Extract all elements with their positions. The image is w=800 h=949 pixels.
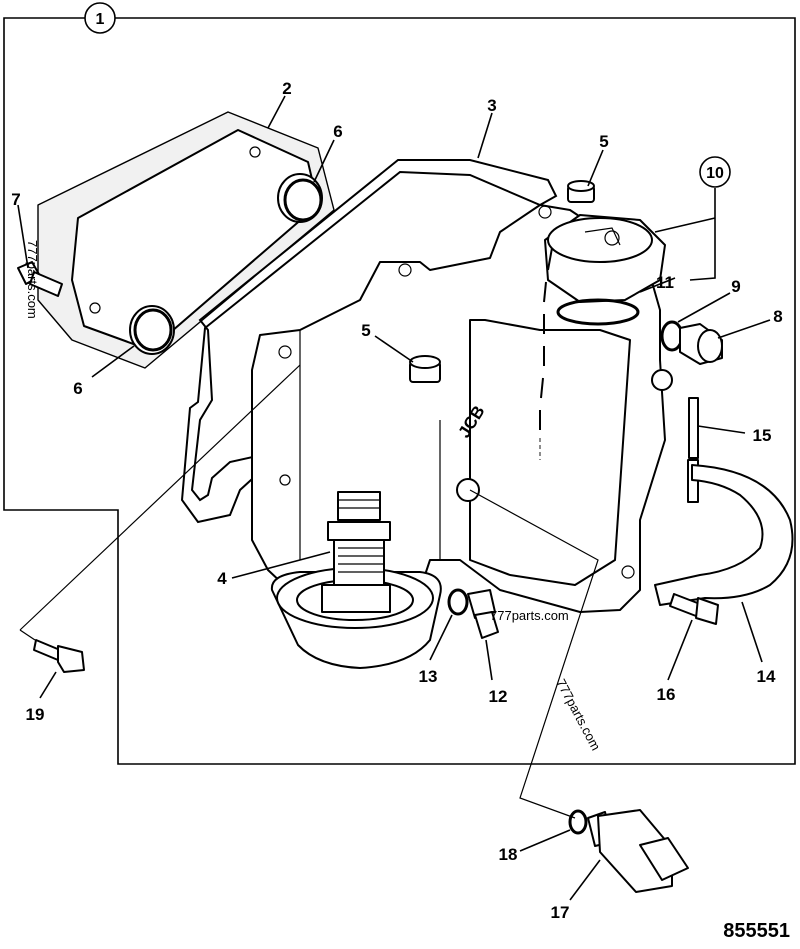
label-13: 13 <box>419 667 438 686</box>
bolt-19 <box>33 639 85 673</box>
label-15: 15 <box>753 426 772 445</box>
label-12: 12 <box>489 687 508 706</box>
label-4: 4 <box>217 569 227 588</box>
plug-8 <box>679 323 723 365</box>
label-17: 17 <box>551 903 570 922</box>
fitting-5-rear <box>567 180 595 203</box>
callout-1: 1 <box>84 2 116 34</box>
washer-18 <box>568 809 588 835</box>
label-7: 7 <box>11 190 20 209</box>
label-11: 11 <box>656 273 674 292</box>
label-5b: 5 <box>361 321 370 340</box>
label-16: 16 <box>657 685 676 704</box>
sensor-17 <box>587 809 689 893</box>
label-14: 14 <box>757 667 776 686</box>
label-9: 9 <box>731 277 740 296</box>
label-19: 19 <box>26 705 45 724</box>
filler-cap <box>544 214 666 303</box>
label-2: 2 <box>282 79 291 98</box>
o-ring-upper <box>283 178 323 222</box>
washer-13 <box>447 588 469 616</box>
callout-1-text: 1 <box>96 11 105 28</box>
label-3: 3 <box>487 96 496 115</box>
assembly-boundary <box>3 17 796 765</box>
watermark-left: 777parts.com <box>25 240 40 319</box>
label-6a: 6 <box>333 122 342 141</box>
label-6b: 6 <box>73 379 82 398</box>
watermark-lower: 777parts.com <box>553 676 603 753</box>
document-number: 855551 <box>723 920 790 942</box>
gasket <box>180 159 558 524</box>
label-18: 18 <box>499 845 518 864</box>
o-ring-lower <box>133 308 173 352</box>
label-8: 8 <box>773 307 782 326</box>
retaining-chain <box>539 247 553 430</box>
strap-14 <box>654 464 794 606</box>
callout-10-text: 10 <box>706 165 724 182</box>
label-5a: 5 <box>599 132 608 151</box>
cap-seal <box>556 298 640 326</box>
filter-adapter <box>270 491 442 669</box>
fitting-5-front <box>409 355 441 383</box>
drain-plug-12 <box>467 589 499 639</box>
bolt-16 <box>669 593 719 625</box>
callout-10: 10 <box>699 156 731 188</box>
watermark-center: 777parts.com <box>490 608 569 623</box>
pipe-15 <box>688 397 699 459</box>
oil-cooler <box>37 111 335 369</box>
